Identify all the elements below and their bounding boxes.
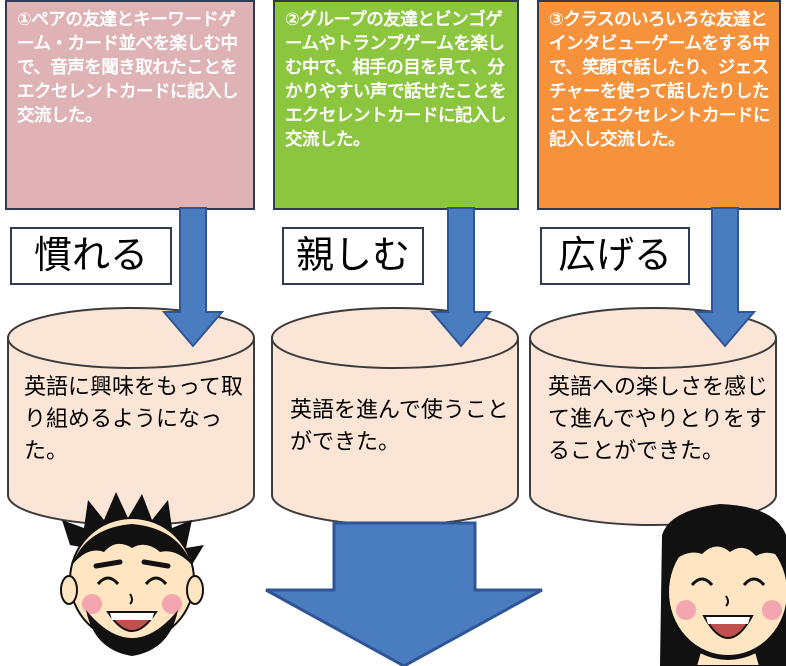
stage-box-3: ③クラスのいろいろな友達とインタビューゲームをする中で、笑顔で話したり、ジェスチ…: [537, 0, 781, 210]
boy-face-icon: [60, 492, 204, 656]
stage-box-1: ①ペアの友達とキーワードゲーム・カード並べを楽しむ中で、音声を聞き取れたことをエ…: [5, 0, 255, 210]
large-down-arrow: [265, 521, 543, 666]
result-text-2: 英語を進んで使うことができた。: [290, 398, 509, 455]
stage-1-text: ①ペアの友達とキーワードゲーム・カード並べを楽しむ中で、音声を聞き取れたことをエ…: [17, 10, 239, 126]
stage-3-text: ③クラスのいろいろな友達とインタビューゲームをする中で、笑顔で話したり、ジェスチ…: [549, 10, 771, 150]
girl-face-icon: [660, 504, 786, 666]
down-arrow-2: [429, 207, 493, 348]
stage-2-text: ②グループの友達とビンゴゲームやトランプゲームを楽しむ中で、相手の目を見て、分か…: [285, 10, 507, 150]
stage-label-2: 親しむ: [282, 227, 424, 285]
down-arrow-1: [161, 207, 225, 348]
result-text-1: 英語に興味をもって取り組めるようになった。: [24, 375, 243, 464]
result-text-3: 英語への楽しさを感じて進んでやりとりをすることができた。: [548, 375, 769, 464]
stage-label-3: 広げる: [540, 227, 690, 285]
stage-box-2: ②グループの友達とビンゴゲームやトランプゲームを楽しむ中で、相手の目を見て、分か…: [273, 0, 519, 210]
stage-label-1: 慣れる: [10, 227, 172, 285]
down-arrow-3: [693, 207, 757, 348]
